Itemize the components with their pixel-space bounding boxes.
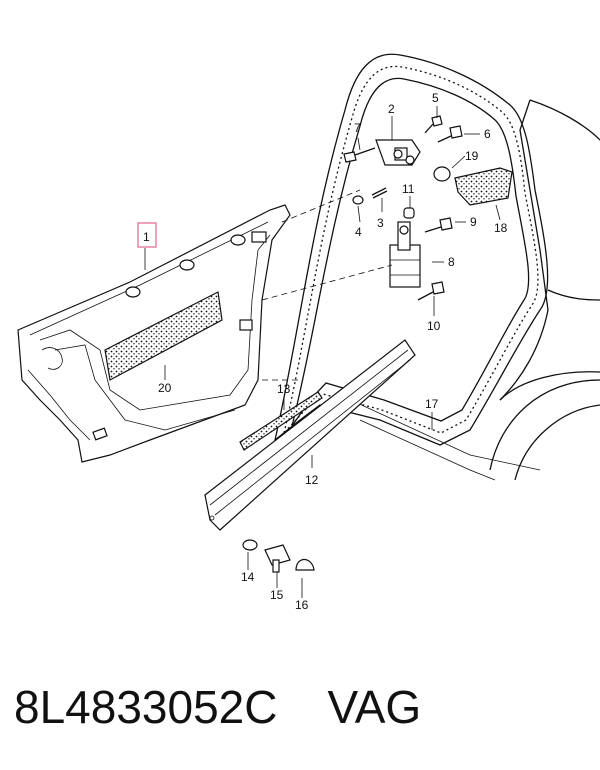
- door-seal: [273, 53, 549, 446]
- bolts: [343, 115, 463, 301]
- bolt-6: [437, 125, 463, 143]
- callout-17: 17: [425, 397, 439, 411]
- upper-hinge: [375, 139, 421, 166]
- brand-label: VAG: [327, 681, 422, 733]
- part-number: 8L4833052C: [14, 681, 278, 733]
- callout-1: 1: [143, 230, 150, 244]
- bolt-5: [424, 115, 443, 134]
- bolt-7: [343, 147, 376, 163]
- callout-5: 5: [432, 91, 439, 105]
- callout-3: 3: [377, 216, 384, 230]
- callout-7: 7: [354, 121, 361, 135]
- callout-20: 20: [158, 381, 172, 395]
- bolt-10: [417, 281, 445, 301]
- lower-hinge: [389, 221, 421, 288]
- leader-lines: [144, 106, 501, 598]
- callout-8: 8: [448, 255, 455, 269]
- assembly-lines: [261, 189, 393, 381]
- small-fasteners: [352, 187, 415, 219]
- sound-insulation-pad: [104, 291, 223, 381]
- sill-fasteners: [242, 539, 315, 573]
- callout-16: 16: [295, 598, 309, 612]
- callout-11: 11: [402, 182, 415, 196]
- sill-trim: [204, 339, 416, 531]
- callout-4: 4: [355, 225, 362, 239]
- callout-13: 13: [277, 382, 291, 396]
- callout-19: 19: [465, 149, 479, 163]
- bolt-9: [424, 217, 453, 233]
- callout-10: 10: [427, 319, 441, 333]
- callout-14: 14: [241, 570, 255, 584]
- callout-12: 12: [305, 473, 319, 487]
- callout-9: 9: [470, 215, 477, 229]
- callout-6: 6: [484, 127, 491, 141]
- car-body-outline: [339, 99, 600, 481]
- part-caption: 8L4833052C VAG: [14, 672, 594, 742]
- sealing-strip: [239, 391, 323, 451]
- callout-labels: 1 2 3 4 5 6 7 8 9 10 11 12 13 14 15 16 1…: [143, 91, 508, 612]
- exploded-parts-diagram: 1 2 3 4 5 6 7 8 9 10 11 12 13 14 15 16 1…: [17, 53, 600, 612]
- callout-1-highlight-box: [137, 222, 157, 248]
- callout-2: 2: [388, 102, 395, 116]
- grommet-and-bumper: [433, 166, 513, 206]
- callout-15: 15: [270, 588, 284, 602]
- callout-18: 18: [494, 221, 508, 235]
